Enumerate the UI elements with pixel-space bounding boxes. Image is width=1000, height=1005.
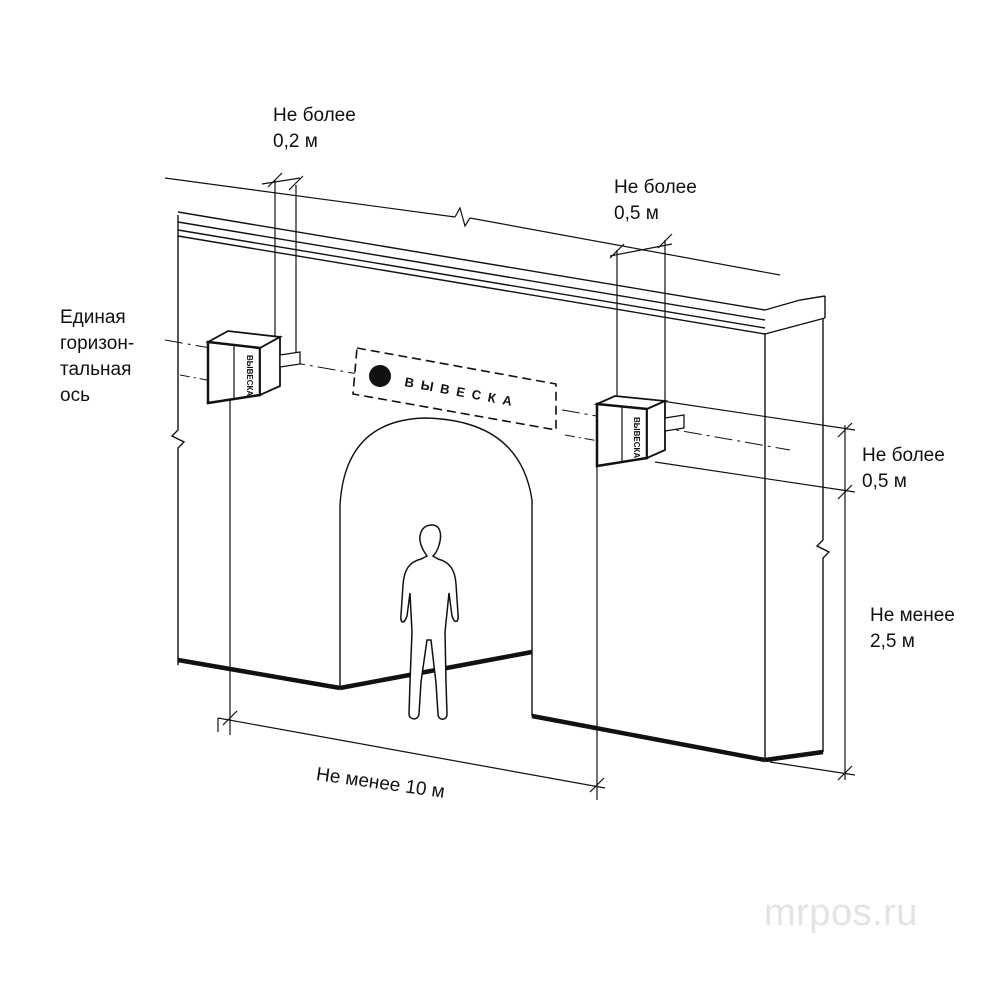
label-right-offset: Не более 0,5 м <box>862 443 945 495</box>
label-top-left-line2: 0,2 м <box>273 131 318 152</box>
label-top-left-line1: Не более <box>273 105 356 126</box>
dimension-lines <box>164 172 856 800</box>
person-figure <box>400 524 459 720</box>
label-top-right-line2: 0,5 м <box>614 203 659 224</box>
label-axis-line3: тальная <box>60 359 132 380</box>
sign-logo-circle <box>369 365 391 387</box>
right-box-sign: ВЫВЕСКА <box>593 395 685 468</box>
label-horizontal-axis: Единая горизон- тальная ось <box>60 305 134 409</box>
label-top-right: Не более 0,5 м <box>614 175 697 227</box>
label-right-height: Не менее 2,5 м <box>870 603 955 655</box>
label-right-offset-line1: Не более <box>862 445 945 466</box>
left-box-sign: ВЫВЕСКА <box>205 330 301 405</box>
label-right-height-line1: Не менее <box>870 605 955 626</box>
label-top-left: Не более 0,2 м <box>273 103 356 155</box>
label-axis-line1: Единая <box>60 307 126 328</box>
label-right-offset-line2: 0,5 м <box>862 471 907 492</box>
label-right-height-line2: 2,5 м <box>870 631 915 652</box>
right-box-sign-text: ВЫВЕСКА <box>632 417 641 458</box>
label-axis-line2: горизон- <box>60 333 135 354</box>
watermark: mrpos.ru <box>764 892 918 934</box>
wall-sign: ВЫВЕСКА <box>352 347 557 431</box>
label-top-right-line1: Не более <box>614 177 697 198</box>
building-base <box>177 649 824 763</box>
label-axis-line4: ось <box>60 385 90 406</box>
left-box-sign-text: ВЫВЕСКА <box>245 355 254 396</box>
